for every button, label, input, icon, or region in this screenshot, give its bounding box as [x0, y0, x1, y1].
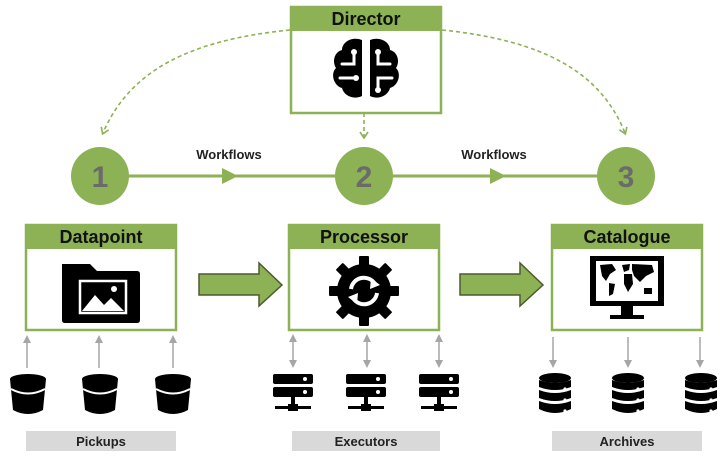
director-to-step1-connector	[100, 29, 291, 136]
pickup-arrows	[23, 335, 177, 368]
workflow-label-2: Workflows	[461, 147, 527, 162]
datapoint-title: Datapoint	[60, 227, 143, 247]
datapoint-to-processor-arrow	[198, 261, 284, 308]
gear-sync-icon	[329, 256, 399, 326]
director-to-step3-connector	[441, 29, 628, 136]
processor-box: Processor	[287, 223, 441, 332]
workflow-arrowhead-1	[222, 168, 238, 184]
archives-label-text: Archives	[600, 434, 655, 449]
pickups-label-text: Pickups	[76, 434, 126, 449]
folder-image-icon	[62, 264, 140, 323]
database-icon	[539, 373, 571, 413]
processor-to-catalogue-arrow	[459, 261, 545, 308]
step-number: 3	[618, 161, 635, 194]
catalogue-box: Catalogue	[550, 223, 704, 332]
datapoint-box: Datapoint	[24, 223, 178, 332]
server-icon	[346, 374, 386, 411]
brain-icon	[333, 38, 399, 98]
catalogue-title: Catalogue	[583, 227, 670, 247]
processor-title: Processor	[320, 227, 408, 247]
step-2: 2	[335, 147, 393, 205]
pickups-label: Pickups	[26, 431, 176, 451]
executors-label: Executors	[292, 431, 440, 451]
world-map-monitor-icon	[590, 256, 664, 319]
archive-arrows	[549, 337, 704, 368]
bucket-icon	[82, 374, 118, 414]
step-3: 3	[597, 147, 655, 205]
step-number: 2	[356, 161, 373, 194]
bucket-icon	[10, 374, 46, 414]
executors-label-text: Executors	[335, 434, 398, 449]
archives-label: Archives	[552, 431, 702, 451]
workflow-label-1: Workflows	[196, 147, 262, 162]
database-icon	[612, 373, 644, 413]
director-box: Director	[289, 5, 443, 115]
director-title: Director	[331, 9, 400, 29]
step-1: 1	[71, 147, 129, 205]
server-icon	[273, 374, 313, 411]
step-number: 1	[92, 161, 109, 194]
executor-arrows	[289, 334, 443, 368]
workflow-arrowhead-2	[490, 168, 506, 184]
bucket-icon	[155, 374, 191, 414]
database-icon	[685, 373, 717, 413]
server-icon	[419, 374, 459, 411]
